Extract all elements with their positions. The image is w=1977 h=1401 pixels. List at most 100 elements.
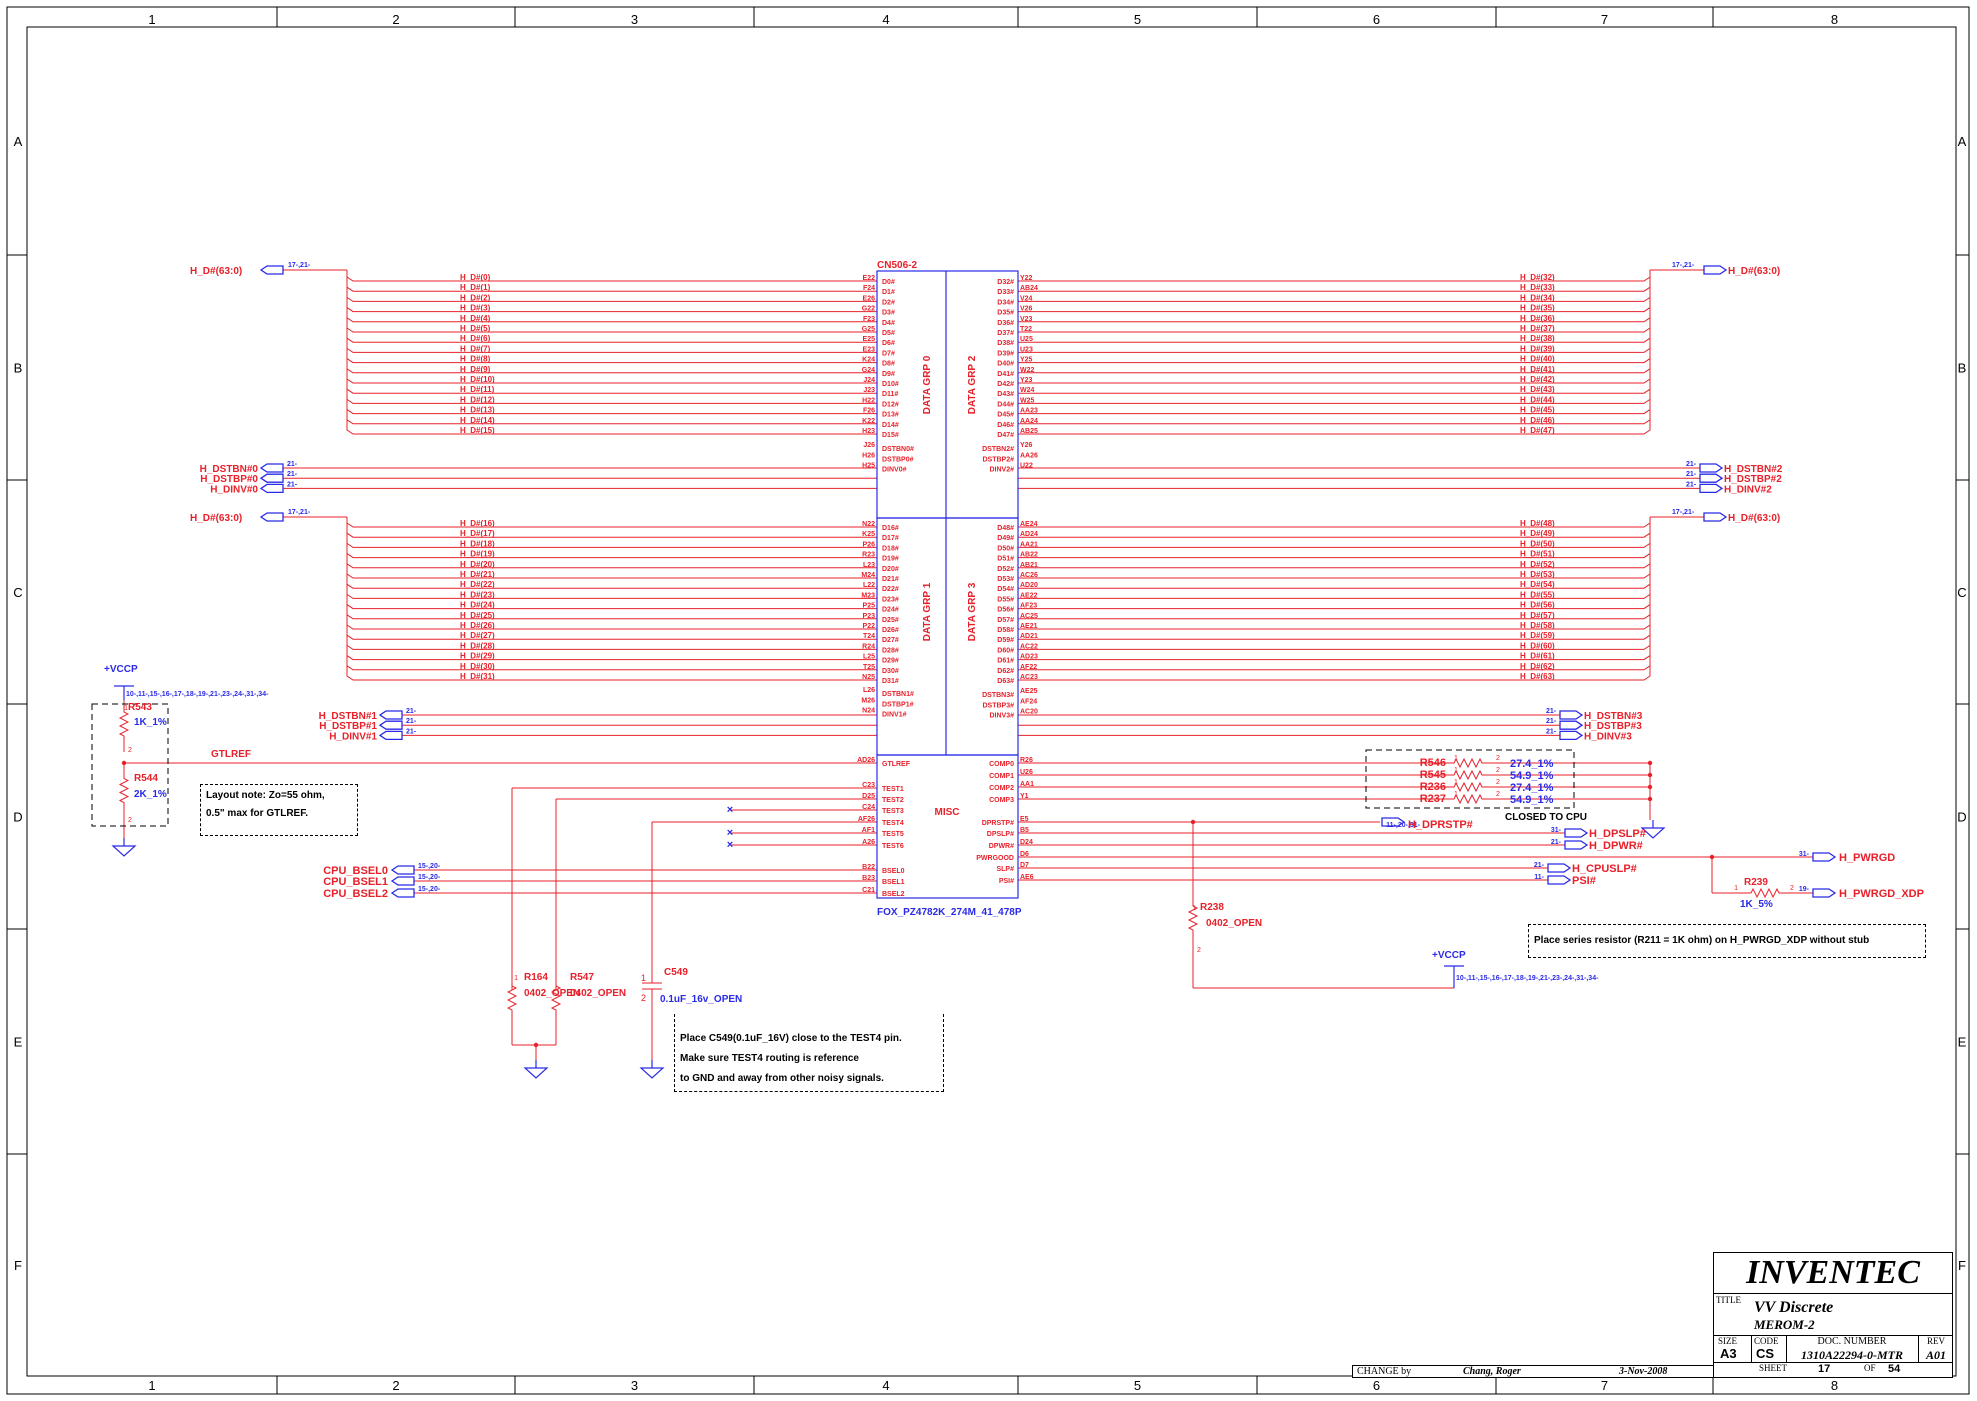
net-label-right: H_D#(60) [1520,641,1555,650]
pin-name-right: D44# [997,401,1014,408]
c549-note-line-2: Make sure TEST4 routing is reference [680,1053,859,1064]
c549-note-line-1: Place C549(0.1uF_16V) close to the TEST4… [680,1033,902,1044]
net-label-right: H_D#(55) [1520,590,1555,599]
net-label-left: H_D#(25) [460,611,495,620]
r543-pin1: 1 [124,705,128,712]
pin-number-left: E25 [863,336,876,343]
misc-name-left: TEST3 [882,808,904,815]
pin-name-right: D35# [997,310,1014,317]
gtlref-net-label: GTLREF [211,749,251,760]
net-label-right: H_D#(59) [1520,631,1555,640]
pin-number-right: W22 [1020,367,1035,374]
pin-number-right: T22 [1020,326,1032,333]
pin-name-right: D37# [997,330,1014,337]
row-label-left: A [14,134,23,149]
pin-number-right: AE22 [1020,592,1038,599]
strobe-net-left: H_DSTBN#0 [200,464,259,475]
net-label-right: H_D#(52) [1520,560,1555,569]
pin-name-right: D38# [997,340,1014,347]
pin-name-right: D49# [997,535,1014,542]
column-label-bottom: 1 [148,1378,155,1393]
strobe-net-left: H_DINV#1 [329,731,377,742]
pin-number-left: E26 [863,295,876,302]
title-block: INVENTEC TITLE VV Discrete MEROM-2 SIZE … [1713,1252,1953,1378]
column-label-top: 6 [1373,12,1380,27]
components [91,265,1837,899]
misc-pin-right: D7 [1020,862,1029,869]
pin-number-right: Y23 [1020,377,1033,384]
misc-name-right: COMP1 [989,773,1014,780]
pin-name-left: D1# [882,289,895,296]
strobe-name-right: DSTBP2# [982,456,1014,463]
r544-pin2: 2 [128,817,132,824]
strobe-pin-left: N24 [862,708,875,715]
data-line-left [346,270,877,282]
net-label-right: H_D#(33) [1520,283,1555,292]
net-label-left: H_D#(9) [460,365,491,374]
net-label-left: H_D#(3) [460,304,491,313]
pin-name-right: D56# [997,607,1014,614]
gnd-test [523,1060,549,1079]
comp-res-pin1: 1 [1454,791,1458,798]
bus-offpage-right [1703,512,1728,522]
misc-name-left: GTLREF [882,761,911,768]
pin-number-left: E23 [863,346,876,353]
strobe-name-left: DSTBN1# [882,691,914,698]
net-label-left: H_D#(13) [460,406,495,415]
pin-number-right: AC23 [1020,674,1038,681]
pin-number-right: AA23 [1020,408,1038,415]
net-label-right: H_D#(38) [1520,334,1555,343]
r238-body [1187,890,1199,950]
misc-name-left: BSEL1 [882,879,905,886]
strobe-net-right: H_DSTBP#2 [1724,474,1782,485]
section-data-grp-0: DATA GRP 0 [922,355,933,414]
data-line-right [1018,517,1651,671]
gtlref-layout-note: Layout note: Zo=55 ohm, 0.5" max for GTL… [200,784,358,836]
data-line-left [346,517,877,630]
c549-pin1: 1 [641,973,646,983]
net-label-right: H_D#(63) [1520,672,1555,681]
pin-name-right: D32# [997,279,1014,286]
net-label-left: H_D#(8) [460,355,491,364]
pin-number-left: P23 [863,613,876,620]
net-label-right: H_D#(42) [1520,375,1555,384]
strobe-pin-left: J26 [863,442,875,449]
pin-name-right: D63# [997,678,1014,685]
pin-name-left: D9# [882,371,895,378]
comp-res-ref: R546 [1420,757,1446,769]
net-label-left: H_D#(1) [460,283,491,292]
dpwr-net: H_DPWR# [1589,840,1643,852]
net-label-right: H_D#(36) [1520,314,1555,323]
doc-number-label: DOC. NUMBER [1786,1336,1917,1362]
misc-pin-left: B23 [862,875,875,882]
misc-pin-left: C21 [862,887,875,894]
misc-pin-left: A26 [862,839,875,846]
net-label-right: H_D#(53) [1520,570,1555,579]
gnd-comp [1640,820,1666,839]
sheet-row-divider [1714,1362,1952,1363]
bus-label-left: H_D#(63:0) [190,266,242,277]
r238-pin1: 1 [1192,905,1196,912]
net-label-right: H_D#(46) [1520,416,1555,425]
pin-name-right: D46# [997,422,1014,429]
row-label-left: D [13,810,22,825]
sheet-total: 54 [1888,1363,1901,1375]
bus-ref-left: 17-,21- [288,509,311,516]
pin-number-left: L23 [863,562,875,569]
pin-number-left: P22 [863,623,876,630]
strobe-offpage-left [259,483,284,494]
misc-pin-right: D6 [1020,851,1029,858]
misc-pin-right: U26 [1020,769,1033,776]
pin-name-right: D55# [997,596,1014,603]
net-label-left: H_D#(10) [460,375,495,384]
c549-pin2: 2 [641,993,646,1003]
strobe-name-left: DSTBP0# [882,456,914,463]
net-label-left: H_D#(19) [460,550,495,559]
pin-name-left: D7# [882,350,895,357]
net-label-right: H_D#(47) [1520,426,1555,435]
dpslp-ref: 31- [1551,827,1562,834]
strobe-ref-right: 21- [1686,481,1697,488]
net-label-left: H_D#(2) [460,293,491,302]
